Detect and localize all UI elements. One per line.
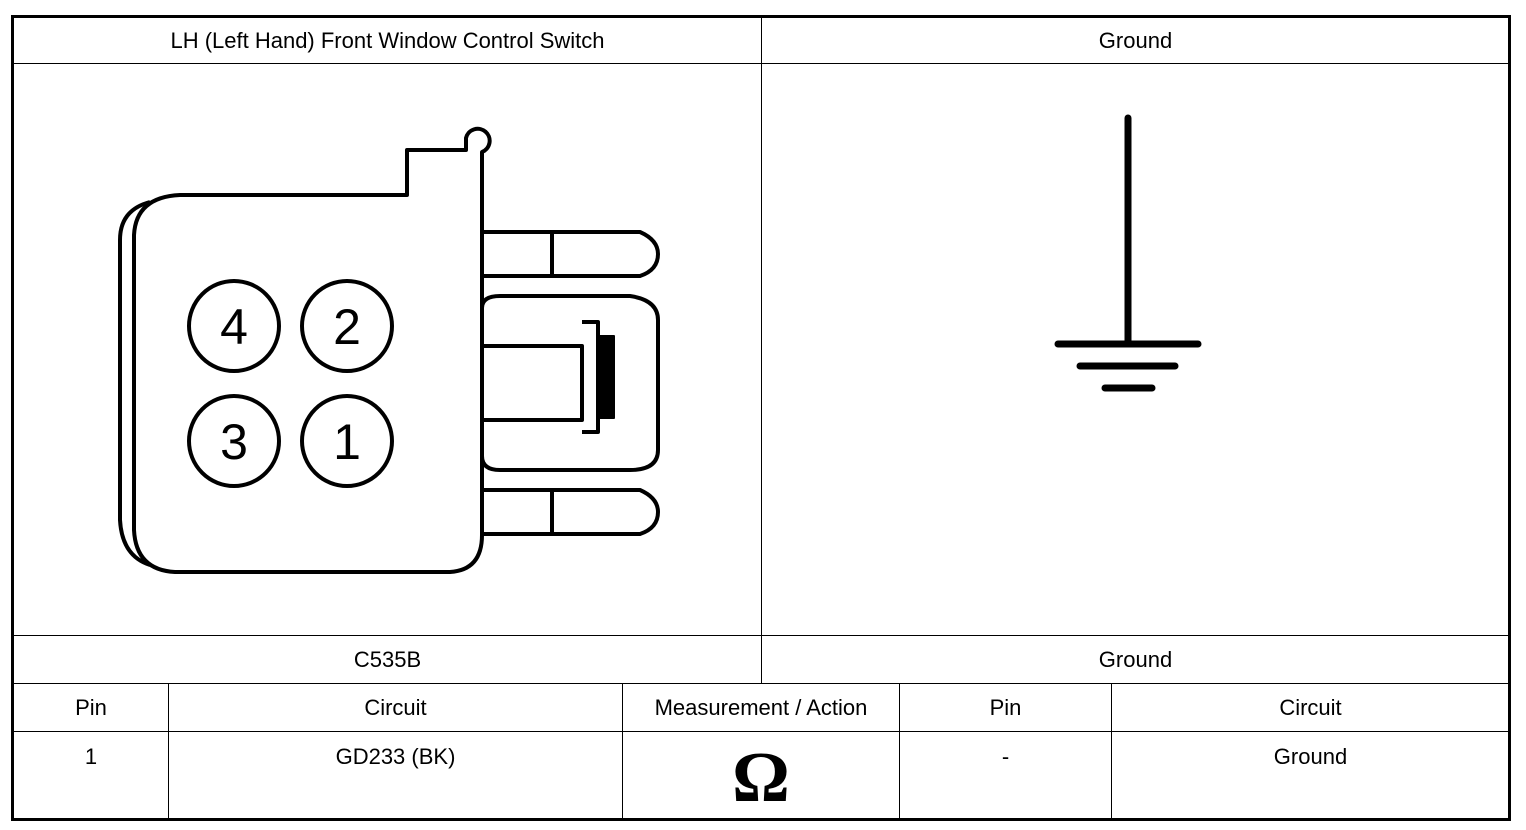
- connector-id-label: C535B: [353, 646, 422, 672]
- col-header-pin-2: Pin: [989, 694, 1022, 720]
- row-circuit: GD233 (BK): [335, 744, 456, 769]
- ground-title: Ground: [1098, 27, 1173, 53]
- pin-label-1: 1: [333, 414, 361, 470]
- col-header-circuit-2: Circuit: [1279, 694, 1342, 720]
- rule-above-table-row: [12, 731, 1510, 732]
- table-col-divider-4: [1111, 683, 1112, 819]
- pin-label-2: 2: [333, 299, 361, 355]
- component-title: LH (Left Hand) Front Window Control Swit…: [170, 27, 605, 53]
- pin-label-4: 4: [220, 299, 248, 355]
- col-header-pin: Pin: [75, 694, 107, 720]
- ground-symbol-icon: [1054, 114, 1202, 392]
- ground-label: Ground: [1098, 646, 1173, 672]
- table-col-divider-2: [622, 683, 623, 819]
- center-divider: [761, 17, 762, 684]
- table-col-divider-3: [899, 683, 900, 819]
- pin-label-3: 3: [220, 414, 248, 470]
- row-pin: 1: [84, 744, 98, 769]
- row-pin-2: -: [1001, 744, 1010, 769]
- col-header-measurement: Measurement / Action: [654, 694, 868, 720]
- diagram-frame: [11, 15, 1511, 821]
- table-col-divider-1: [168, 683, 169, 819]
- row-circuit-2: Ground: [1273, 744, 1348, 769]
- connector-face-icon: 4 2 3 1: [118, 126, 660, 574]
- ohm-icon: Ω: [732, 736, 790, 817]
- col-header-circuit: Circuit: [364, 694, 427, 720]
